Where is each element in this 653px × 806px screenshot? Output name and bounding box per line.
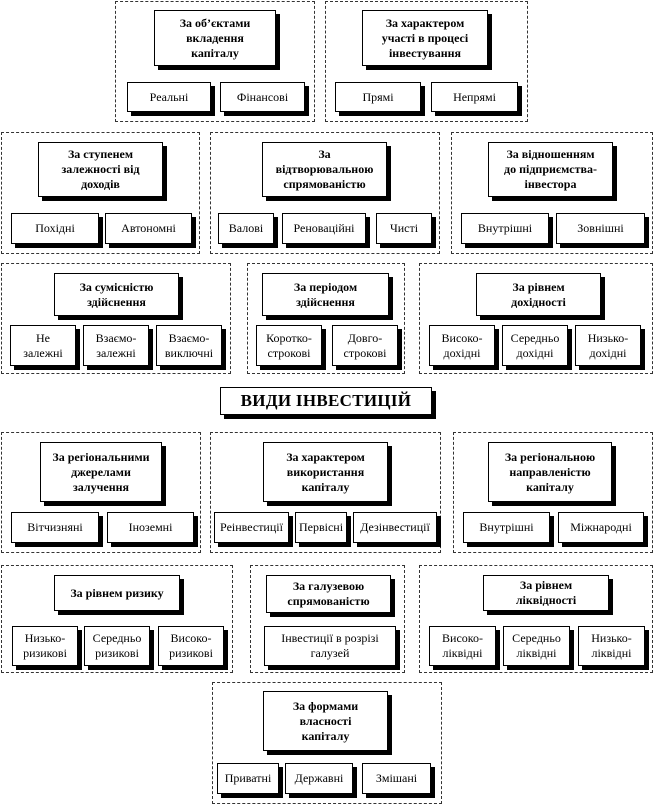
- group-13: [250, 565, 405, 673]
- group-item: Низько- дохідні: [575, 325, 641, 366]
- diagram-title: ВИДИ ІНВЕСТИЦІЙ: [220, 387, 432, 415]
- group-item: Вітчизняні: [11, 512, 99, 543]
- group-item: Прямі: [335, 82, 421, 112]
- group-3: [1, 132, 200, 254]
- group-item: Зовнішні: [556, 213, 645, 244]
- group-item: Автономні: [105, 213, 192, 244]
- group-item: Взаємо- виключні: [156, 325, 222, 366]
- group-item: Чисті: [376, 213, 432, 244]
- group-item: Інвестиції в розрізі галузей: [264, 626, 396, 666]
- group-15: [212, 682, 442, 804]
- group-item: Низько- ліквідні: [578, 626, 645, 666]
- group-item: Непрямі: [431, 82, 518, 112]
- group-item: Іноземні: [107, 512, 194, 543]
- group-item: Середньо дохідні: [502, 325, 568, 366]
- group-4: [210, 132, 440, 254]
- group-item: Реноваційні: [282, 213, 366, 244]
- group-6: [1, 263, 231, 374]
- group-heading: За рівнем дохідності: [476, 273, 601, 316]
- group-heading: За формами власності капіталу: [263, 691, 388, 751]
- group-12: [1, 565, 233, 673]
- group-heading: За характером використання капіталу: [263, 442, 388, 502]
- group-item: Реальні: [127, 82, 211, 112]
- group-item: Коротко- строкові: [256, 325, 322, 366]
- group-item: Валові: [218, 213, 274, 244]
- group-item: Внутрішні: [461, 213, 549, 244]
- group-heading: За сумісністю здійснення: [54, 273, 179, 316]
- group-heading: За регіональною направленістю капіталу: [488, 442, 612, 502]
- group-item: Взаємо- залежні: [83, 325, 149, 366]
- group-item: Високо- ліквідні: [429, 626, 496, 666]
- group-item: Високо- дохідні: [429, 325, 495, 366]
- group-heading: За регіональними джерелами залучення: [40, 442, 162, 502]
- group-heading: За відтворювальною спрямованістю: [262, 142, 387, 197]
- group-2: [325, 1, 528, 122]
- group-heading: За рівнем ліквідності: [483, 575, 609, 611]
- group-item: Первісні: [295, 512, 347, 543]
- group-heading: За характером участі в процесі інвестува…: [362, 10, 488, 66]
- group-item: Не залежні: [10, 325, 76, 366]
- group-item: Високо- ризикові: [158, 626, 224, 666]
- group-item: Приватні: [217, 763, 279, 794]
- group-item: Середньо ліквідні: [503, 626, 570, 666]
- group-item: Державні: [285, 763, 353, 794]
- group-item: Внутрішні: [463, 512, 550, 543]
- group-1: [115, 1, 315, 122]
- group-item: Похідні: [11, 213, 99, 244]
- group-9: [1, 432, 201, 553]
- group-heading: За відношенням до підприємства- інвестор…: [488, 142, 613, 197]
- group-heading: За рівнем ризику: [54, 575, 180, 611]
- group-item: Довго- строкові: [332, 325, 398, 366]
- group-item: Змішані: [362, 763, 431, 794]
- group-item: Реінвестиції: [214, 512, 289, 543]
- group-item: Середньо ризикові: [84, 626, 150, 666]
- group-heading: За ступенем залежності від доходів: [38, 142, 163, 197]
- group-heading: За галузевою спрямованістю: [266, 575, 391, 613]
- group-item: Низько- ризикові: [12, 626, 78, 666]
- group-10: [210, 432, 441, 553]
- group-item: Дезінвестиції: [353, 512, 437, 543]
- group-heading: За періодом здійснення: [262, 273, 389, 316]
- group-item: Фінансові: [220, 82, 305, 112]
- group-item: Міжнародні: [558, 512, 644, 543]
- group-heading: За об’єктами вкладення капіталу: [154, 10, 276, 66]
- group-7: [247, 263, 405, 374]
